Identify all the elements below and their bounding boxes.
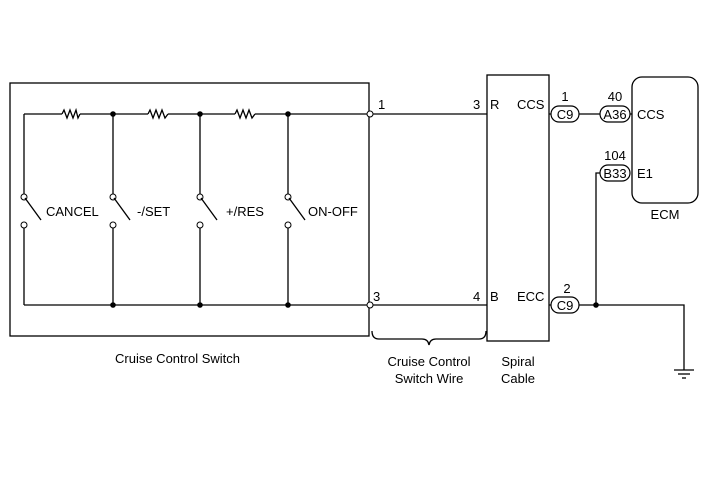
spiral-pin-3: 3 [473,97,480,112]
ecm-e1-label: E1 [637,166,653,181]
connector-a36: A36 40 [599,89,631,123]
svg-text:C9: C9 [557,298,574,313]
spiral-pin-r: R [490,97,499,112]
cruise-control-switch-box [9,82,370,337]
svg-text:A36: A36 [603,107,626,122]
ecm-box [631,76,699,204]
switch-wire-brace [371,330,487,346]
ground-wire [549,304,685,370]
cancel-switch: CANCEL [20,114,99,305]
connector-c9-bottom: C9 2 [550,281,580,314]
resistor-2 [147,108,169,120]
a36-pin: 40 [608,89,622,104]
cruise-control-switch-caption: Cruise Control Switch [115,351,240,366]
svg-text:B33: B33 [603,166,626,181]
spiral-ecc-label: ECC [517,289,544,304]
ecm-ccs-label: CCS [637,107,665,122]
switch-pin-1: 1 [378,97,385,112]
connector-c9-top: C9 1 [550,89,580,123]
switch-wire-label-line1: Cruise Control [387,354,470,369]
spiral-caption-line2: Cable [501,371,535,386]
c9-top-pin: 1 [561,89,568,104]
switch-terminal-1 [366,110,374,118]
e1-wire [595,172,600,305]
on-off-switch: ON-OFF [284,114,358,305]
ecm-title: ECM [651,207,680,222]
b33-pin: 104 [604,148,626,163]
c9-bottom-pin: 2 [563,281,570,296]
res-switch: +/RES [196,114,264,305]
set-switch: -/SET [109,114,170,305]
spiral-caption-line1: Spiral [501,354,534,369]
connector-b33: B33 104 [599,148,631,182]
spiral-cable-box [486,74,550,342]
ground-junction [593,302,599,308]
set-switch-label: -/SET [137,204,170,219]
spiral-pin-4: 4 [473,289,480,304]
resistor-1 [61,107,81,120]
svg-text:C9: C9 [557,107,574,122]
cancel-switch-label: CANCEL [46,204,99,219]
spiral-pin-b: B [490,289,499,304]
spiral-ccs-label: CCS [517,97,545,112]
ground-icon [674,369,694,379]
switch-pin-3: 3 [373,289,380,304]
res-switch-label: +/RES [226,204,264,219]
on-off-switch-label: ON-OFF [308,204,358,219]
resistor-3 [234,108,256,120]
switch-wire [373,113,487,306]
switch-wire-label-line2: Switch Wire [395,371,464,386]
